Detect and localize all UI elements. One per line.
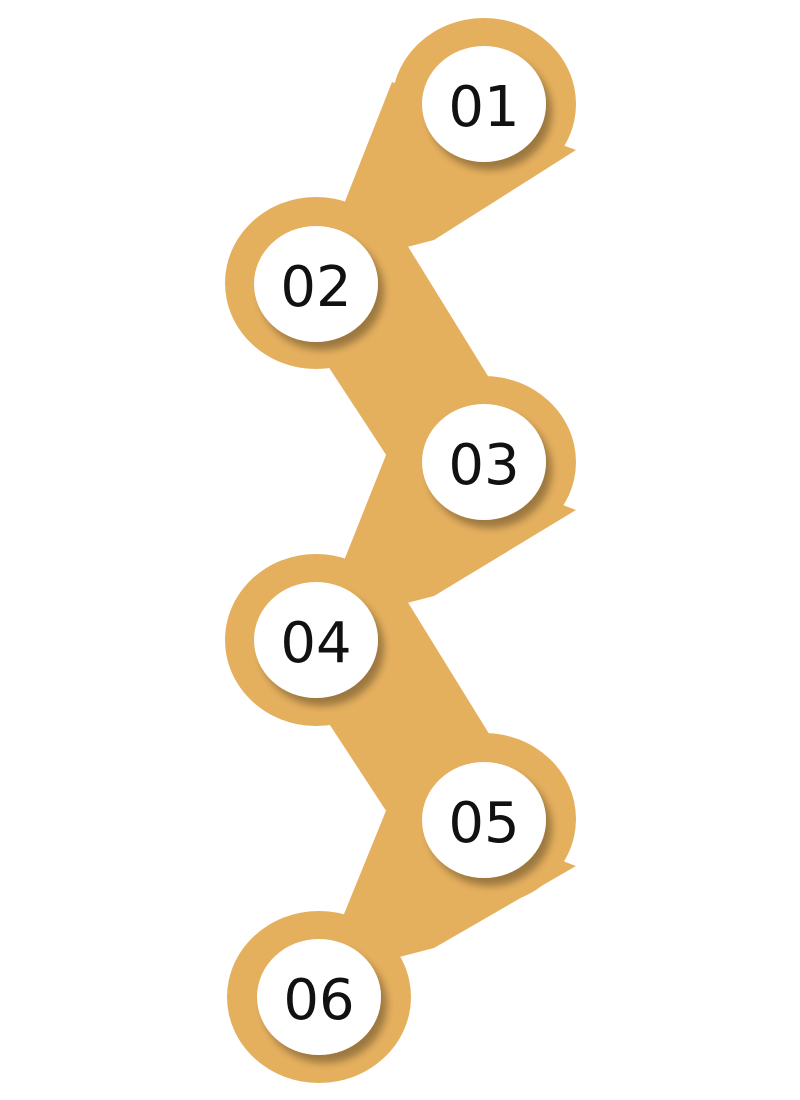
- step-disc-01: [422, 46, 546, 162]
- step-number-06: 06: [283, 968, 354, 1033]
- step-discs: 01 02 03 04 05 06: [254, 46, 546, 1055]
- step-disc-05: [422, 762, 546, 878]
- step-05: 05: [422, 762, 546, 878]
- step-disc-03: [422, 404, 546, 520]
- step-02: 02: [254, 226, 378, 342]
- step-number-01: 01: [448, 75, 519, 140]
- step-number-02: 02: [280, 255, 351, 320]
- step-04: 04: [254, 582, 378, 698]
- step-01: 01: [422, 46, 546, 162]
- step-disc-02: [254, 226, 378, 342]
- step-number-04: 04: [280, 611, 351, 676]
- step-06: 06: [257, 939, 381, 1055]
- step-number-03: 03: [448, 433, 519, 498]
- step-disc-06: [257, 939, 381, 1055]
- step-disc-04: [254, 582, 378, 698]
- step-number-05: 05: [448, 791, 519, 856]
- step-03: 03: [422, 404, 546, 520]
